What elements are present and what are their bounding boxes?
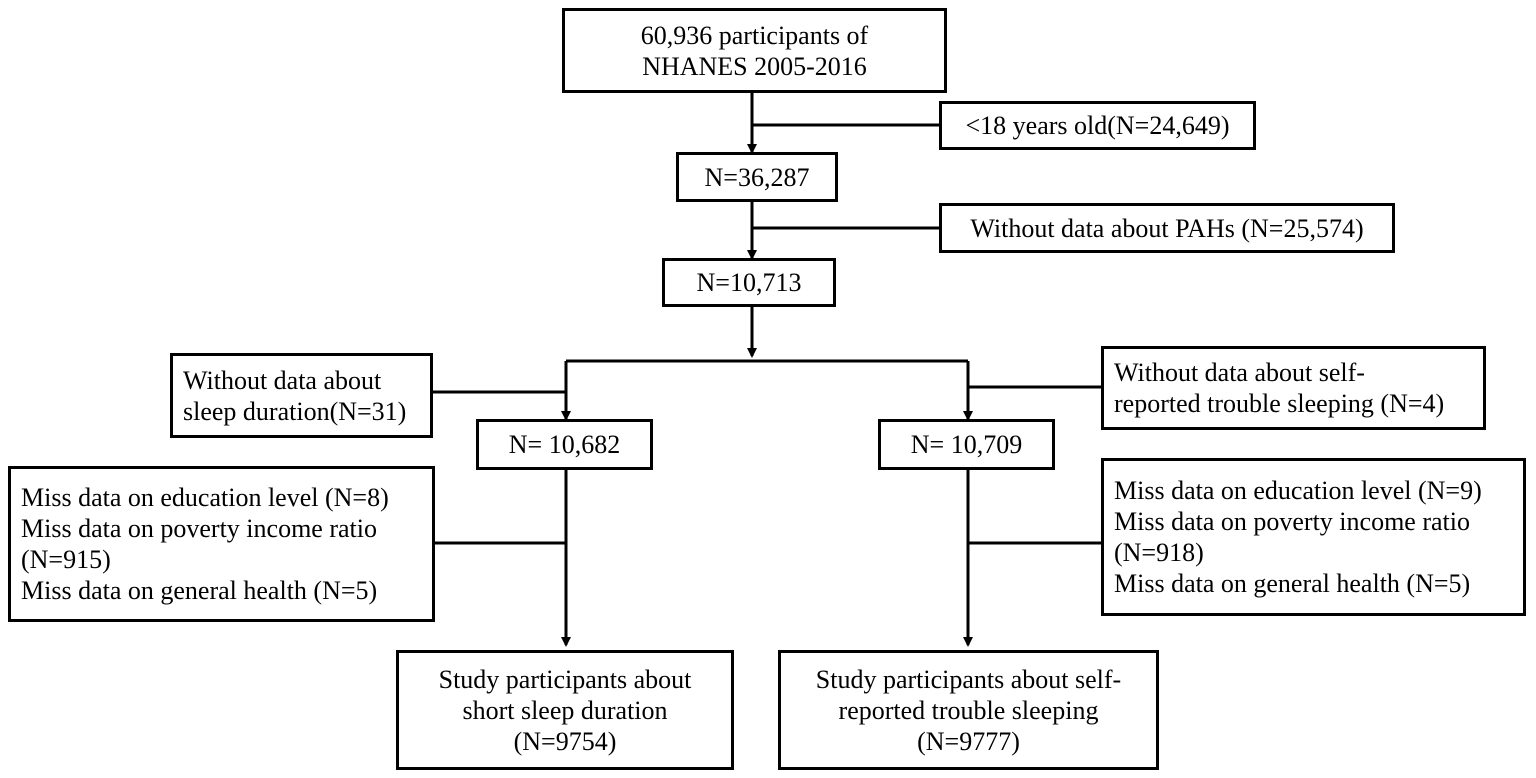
box-text-line: (N=9754) [513, 726, 617, 756]
box-excl-age: <18 years old(N=24,649) [939, 101, 1256, 150]
box-text-line: N=10,713 [696, 268, 802, 297]
box-text-line: Without data about self- [1114, 358, 1365, 387]
box-text-line: short sleep duration [462, 695, 668, 725]
box-text-line: Miss data on poverty income ratio [1114, 507, 1470, 536]
box-text-line: NHANES 2005-2016 [642, 51, 867, 81]
box-n2: N=10,713 [662, 258, 836, 307]
box-text-line: N= 10,682 [508, 430, 621, 459]
box-text-line: N= 10,709 [910, 430, 1023, 459]
box-excl-pahs: Without data about PAHs (N=25,574) [939, 203, 1395, 253]
box-n-right: N= 10,709 [878, 419, 1055, 470]
box-text-line: (N=918) [1114, 538, 1204, 567]
box-n1: N=36,287 [676, 152, 838, 202]
box-text-line: (N=915) [21, 545, 111, 574]
box-text-line: N=36,287 [704, 162, 810, 192]
box-final-right: Study participants about self-reported t… [778, 650, 1159, 770]
box-text-line: 60,936 participants of [640, 20, 869, 50]
box-excl-trouble-sleeping: Without data about self-reported trouble… [1101, 346, 1486, 430]
box-excl-left: Miss data on education level (N=8)Miss d… [8, 466, 435, 622]
box-text-line: reported trouble sleeping (N=4) [1114, 389, 1445, 418]
box-text-line: (N=9777) [917, 726, 1020, 756]
box-text-line: Study participants about self- [815, 664, 1122, 694]
box-text-line: Study participants about [438, 664, 692, 694]
box-text-line: Without data about PAHs (N=25,574) [970, 213, 1364, 243]
box-text-line: sleep duration(N=31) [183, 396, 407, 426]
box-text-line: <18 years old(N=24,649) [965, 111, 1230, 140]
box-text-line: Miss data on general health (N=5) [1114, 569, 1471, 598]
box-text-line: Miss data on education level (N=8) [21, 483, 389, 512]
box-excl-right: Miss data on education level (N=9)Miss d… [1101, 458, 1526, 616]
box-text-line: Without data about [183, 365, 382, 395]
box-n-left: N= 10,682 [476, 419, 653, 470]
box-text-line: Miss data on general health (N=5) [21, 576, 378, 605]
box-text-line: reported trouble sleeping [838, 695, 1099, 725]
box-text-line: Miss data on education level (N=9) [1114, 476, 1482, 505]
box-text-line: Miss data on poverty income ratio [21, 514, 377, 543]
